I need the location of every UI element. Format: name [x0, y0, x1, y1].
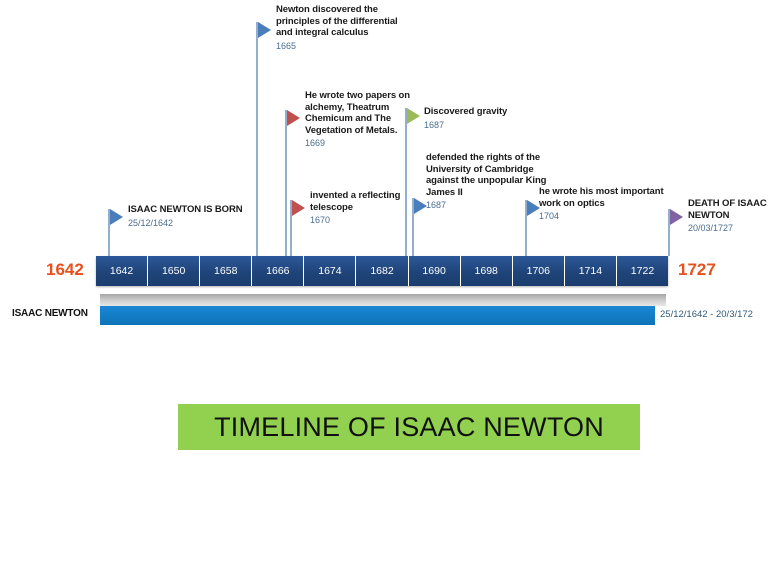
event-pole — [285, 110, 287, 256]
event-date: 20/03/1727 — [688, 223, 734, 234]
lifespan-label: ISAAC NEWTON — [12, 308, 88, 319]
event-title: DEATH OF ISAAC NEWTON — [688, 198, 767, 221]
event-pole — [525, 200, 527, 256]
event-flag-icon — [670, 209, 683, 225]
axis-tick: 1706 — [513, 256, 565, 286]
event-text: DEATH OF ISAAC NEWTON 20/03/1727 — [688, 198, 768, 235]
page-title: TIMELINE OF ISAAC NEWTON — [214, 411, 604, 442]
lifespan-track — [100, 294, 666, 306]
axis-tick: 1666 — [252, 256, 305, 286]
event-text: invented a reflecting telescope 1670 — [310, 190, 434, 227]
event-date: 1669 — [305, 138, 326, 149]
event-title: ISAAC NEWTON IS BORN — [128, 204, 243, 215]
event-title: Discovered gravity — [424, 106, 508, 117]
event-flag-icon — [292, 200, 305, 216]
event-title: Newton discovered the principles of the … — [276, 4, 398, 39]
axis-tick: 1650 — [148, 256, 201, 286]
event-date: 1665 — [276, 40, 297, 51]
event-pole — [256, 22, 258, 256]
event-text: defended the rights of the University of… — [426, 152, 558, 212]
event-pole — [405, 108, 407, 256]
event-flag-icon — [110, 209, 123, 225]
axis-tick: 1658 — [200, 256, 253, 286]
title-banner: TIMELINE OF ISAAC NEWTON — [178, 404, 640, 450]
axis-tick: 1642 — [96, 256, 149, 286]
event-text: he wrote his most important work on opti… — [539, 186, 667, 223]
event-pole — [412, 198, 414, 256]
event-title: defended the rights of the University of… — [426, 152, 547, 198]
event-date: 1687 — [424, 119, 445, 130]
event-text: Newton discovered the principles of the … — [276, 4, 404, 53]
event-pole — [108, 209, 110, 256]
event-flag-icon — [287, 110, 300, 126]
lifespan-range: 25/12/1642 - 20/3/172 — [660, 309, 753, 320]
event-date: 25/12/1642 — [128, 217, 174, 228]
event-title: invented a reflecting telescope — [310, 190, 401, 213]
event-pole — [668, 209, 670, 256]
axis-tick: 1682 — [356, 256, 409, 286]
axis-tick: 1674 — [304, 256, 357, 286]
lifespan-bar[interactable] — [100, 306, 655, 325]
axis-start-label: 1642 — [46, 260, 84, 279]
axis-end-label: 1727 — [678, 260, 716, 279]
event-flag-icon — [527, 200, 540, 216]
event-text: Discovered gravity 1687 — [424, 106, 554, 132]
event-pole — [290, 200, 292, 256]
event-flag-icon — [414, 198, 427, 214]
event-flag-icon — [407, 108, 420, 124]
axis-tick: 1722 — [630, 265, 655, 277]
event-text: He wrote two papers on alchemy, Theatrum… — [305, 90, 427, 150]
event-text: ISAAC NEWTON IS BORN 25/12/1642 — [128, 204, 268, 230]
axis-tick: 1714 — [565, 256, 617, 286]
event-title: he wrote his most important work on opti… — [539, 186, 664, 209]
event-date: 1670 — [310, 215, 331, 226]
axis-tick: 1690 — [409, 256, 461, 286]
axis-tick: 1698 — [461, 256, 513, 286]
event-date: 1687 — [426, 200, 447, 211]
event-date: 1704 — [539, 211, 560, 222]
event-flag-icon — [258, 22, 271, 38]
event-title: He wrote two papers on alchemy, Theatrum… — [305, 90, 410, 136]
